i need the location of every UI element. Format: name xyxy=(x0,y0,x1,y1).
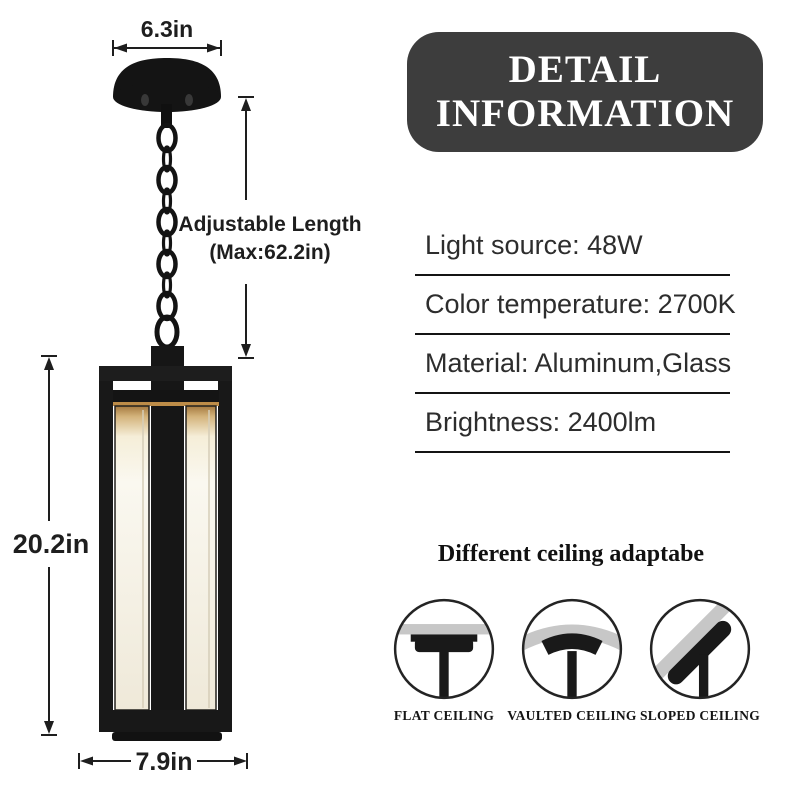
fixture-width-value: 7.9in xyxy=(136,748,193,776)
fixture-height-value: 20.2in xyxy=(13,529,90,559)
adjustable-length-max: (Max:62.2in) xyxy=(209,241,330,264)
spec-text: Color temperature: 2700K xyxy=(425,289,736,319)
ceiling-item-vaulted: VAULTED CEILING xyxy=(507,597,637,724)
vaulted-ceiling-icon xyxy=(521,598,623,700)
canopy-screw xyxy=(185,94,193,106)
fixture-height-dimension: 20.2in xyxy=(13,355,90,736)
hanging-chain xyxy=(154,122,180,350)
flat-ceiling-icon xyxy=(393,598,495,700)
spec-text: Light source: 48W xyxy=(425,230,643,260)
ceiling-item-sloped: SLOPED CEILING xyxy=(637,597,763,724)
detail-information-header: DETAIL INFORMATION xyxy=(407,32,763,152)
header-title-line2: INFORMATION xyxy=(435,92,735,135)
spec-text: Brightness: 2400lm xyxy=(425,407,657,437)
spec-row-light-source: Light source: 48W xyxy=(415,217,730,276)
lamp-body xyxy=(99,346,232,741)
spec-text: Material: Aluminum,Glass xyxy=(425,348,732,378)
spec-list: Light source: 48W Color temperature: 270… xyxy=(415,217,736,453)
spec-row-brightness: Brightness: 2400lm xyxy=(415,394,730,453)
ceiling-types-row: FLAT CEILING VAULTED CEILING xyxy=(381,597,763,724)
spec-row-material: Material: Aluminum,Glass xyxy=(415,335,732,394)
canopy-width-value: 6.3in xyxy=(141,16,193,42)
header-title-line1: DETAIL xyxy=(508,47,662,91)
canopy-width-dimension: 6.3in xyxy=(112,16,222,56)
ceiling-section-heading: Different ceiling adaptabe xyxy=(437,541,705,567)
canopy-screw xyxy=(141,94,149,106)
ceiling-type-label: VAULTED CEILING xyxy=(507,708,637,723)
glass-panel-right xyxy=(185,405,217,711)
ceiling-item-flat: FLAT CEILING xyxy=(381,597,507,724)
ceiling-canopy xyxy=(113,58,221,128)
fixture-width-dimension: 7.9in xyxy=(78,748,248,776)
sloped-ceiling-icon xyxy=(649,598,751,700)
product-dimension-diagram: 6.3in xyxy=(13,16,362,776)
spec-row-color-temperature: Color temperature: 2700K xyxy=(415,276,736,335)
ceiling-type-label: FLAT CEILING xyxy=(393,708,495,723)
adjustable-length-label: Adjustable Length xyxy=(178,213,361,236)
glass-panel-left xyxy=(114,405,150,711)
ceiling-type-label: SLOPED CEILING xyxy=(639,708,761,723)
adjustable-length-dimension: Adjustable Length (Max:62.2in) xyxy=(178,96,362,359)
